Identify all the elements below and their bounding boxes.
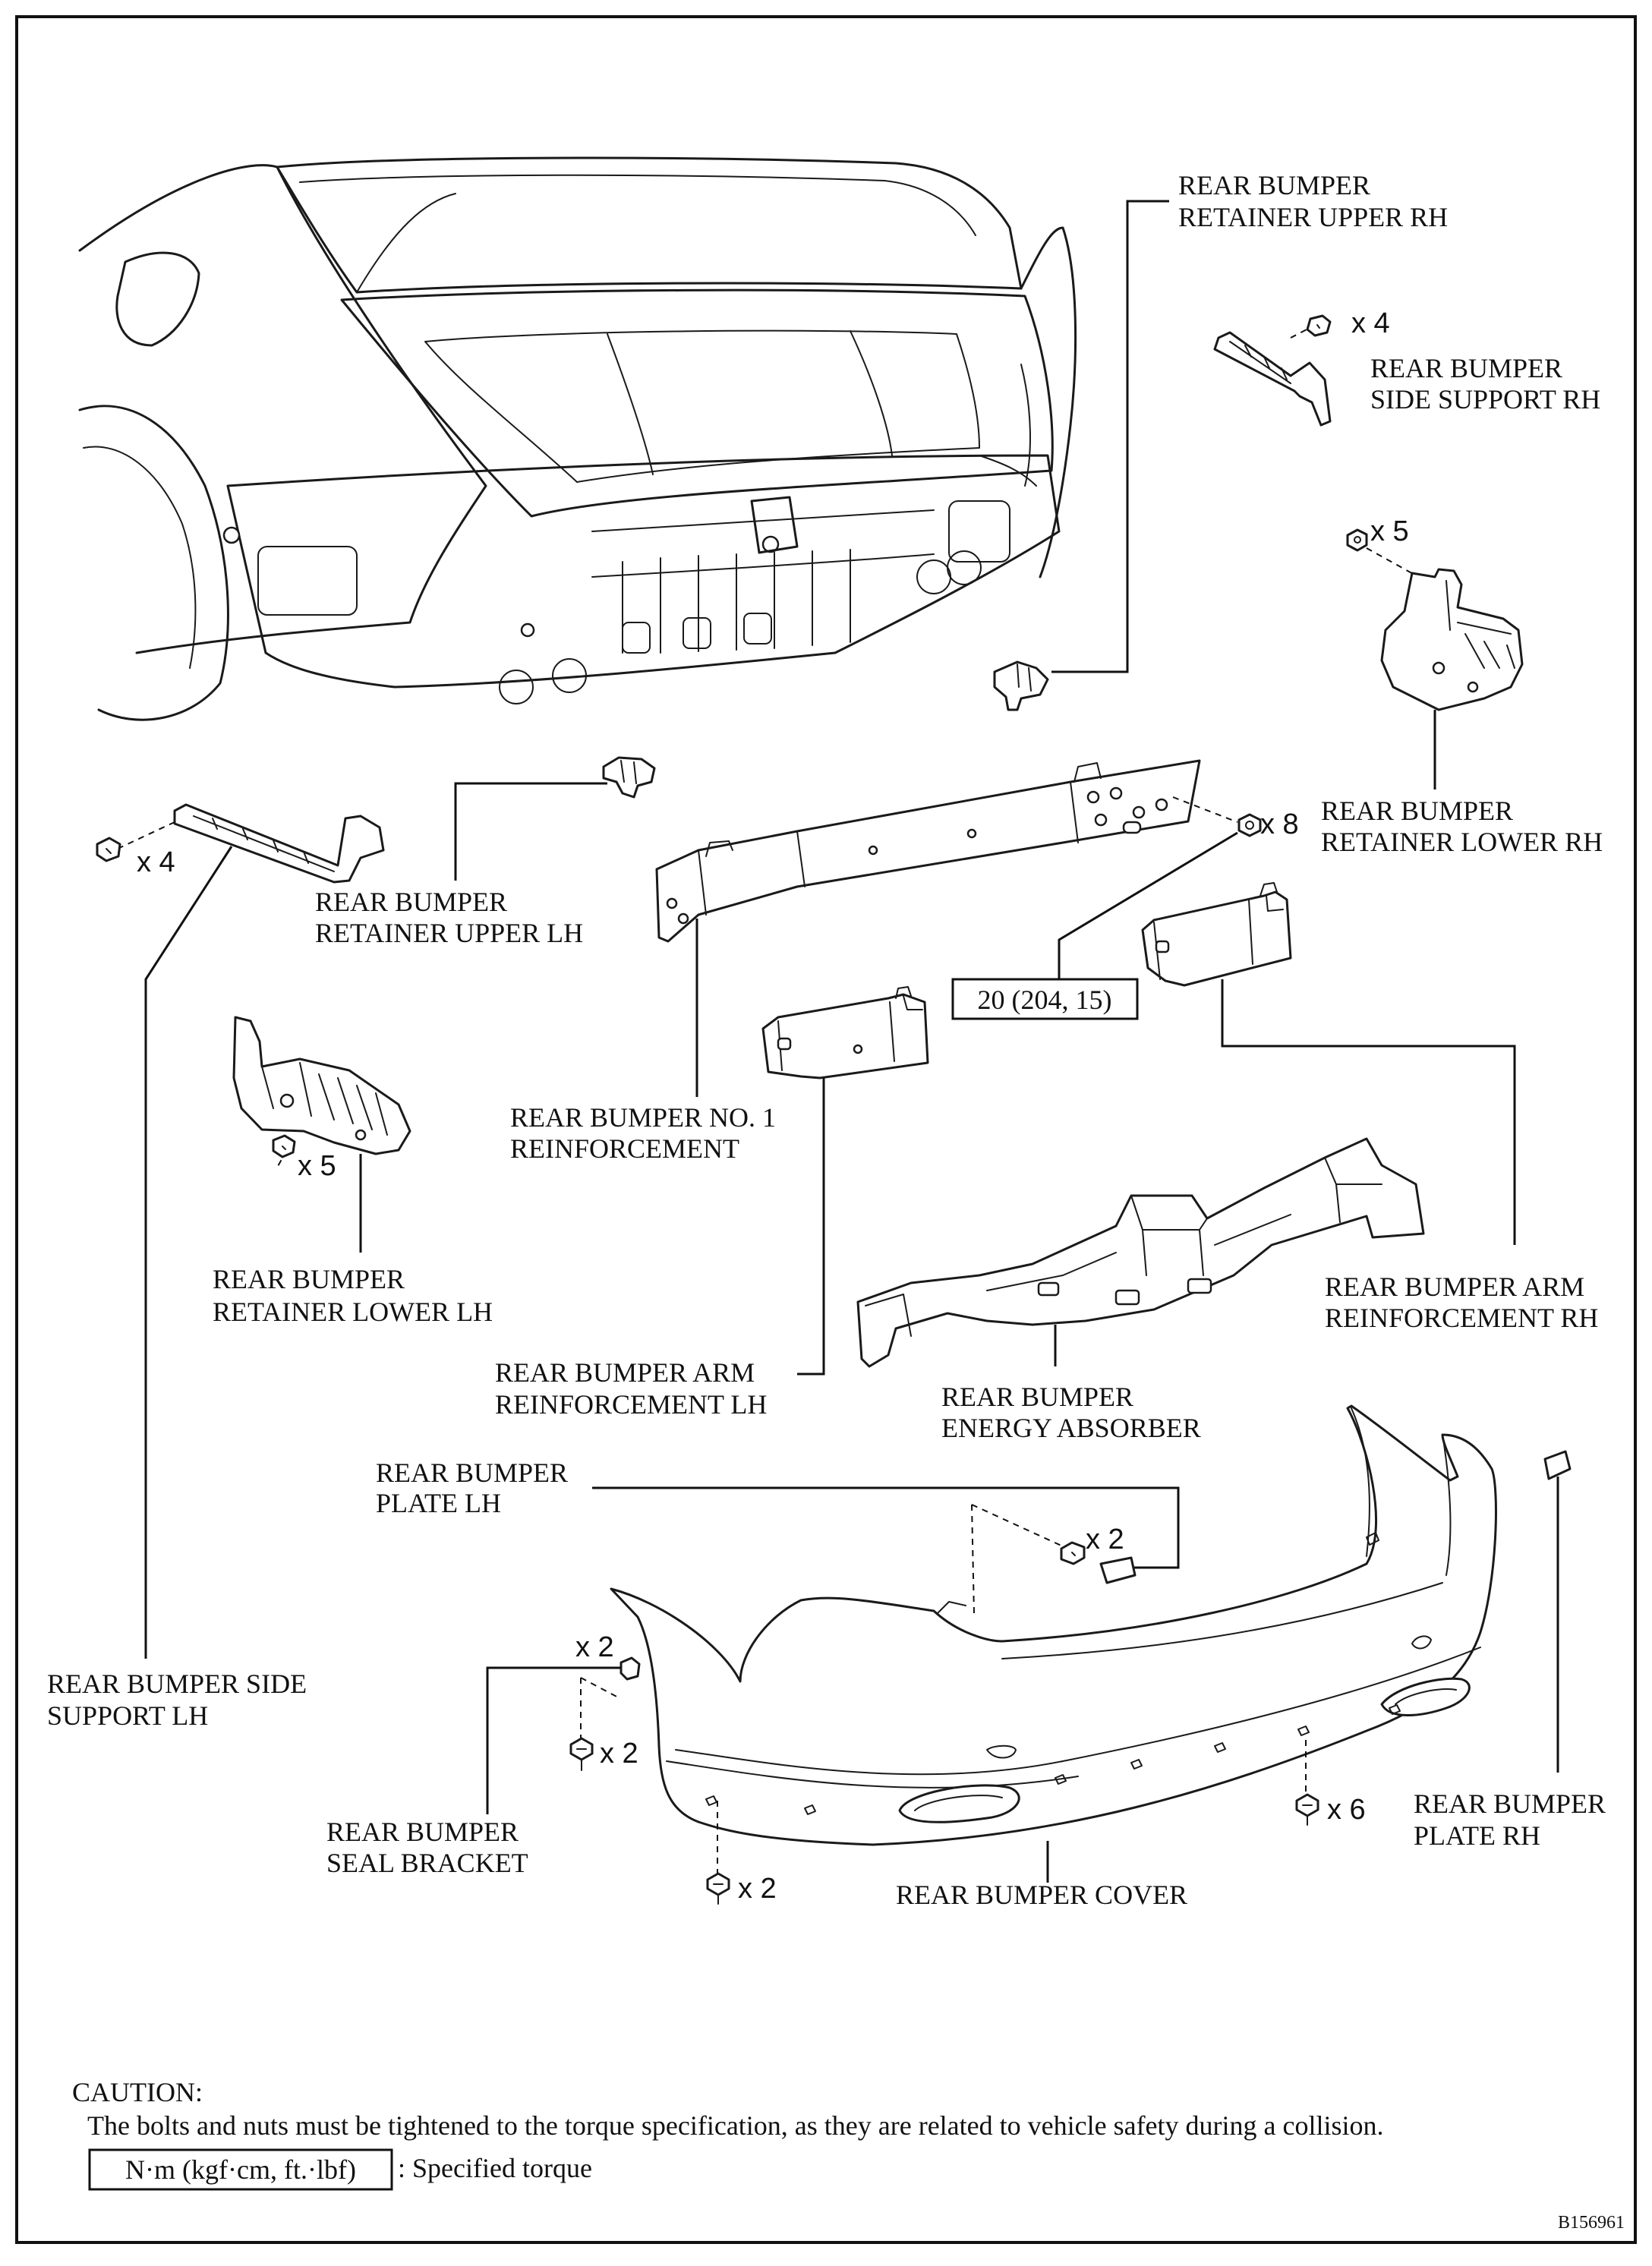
side-support-lh-part <box>173 803 385 884</box>
bolt-icon-plate-lh <box>1060 1541 1086 1565</box>
label-retainer-upper-lh-1: REAR BUMPER <box>315 887 507 917</box>
dash-retainer-lower-rh <box>1366 547 1417 576</box>
leader-retainer-upper-lh <box>454 782 607 881</box>
bumper-cover-part <box>610 1404 1497 1846</box>
label-retainer-lower-rh-1: REAR BUMPER <box>1321 796 1513 826</box>
qty-retainer-lower-lh: x 5 <box>298 1150 336 1182</box>
label-no1-reinforcement-2: REINFORCEMENT <box>510 1133 739 1164</box>
label-side-support-rh-2: SIDE SUPPORT RH <box>1370 384 1600 414</box>
label-plate-rh-2: PLATE RH <box>1414 1820 1540 1851</box>
dash-side-support-lh <box>117 821 177 849</box>
label-energy-absorber-2: ENERGY ABSORBER <box>941 1413 1201 1443</box>
label-side-support-lh-1: REAR BUMPER SIDE <box>47 1669 307 1699</box>
side-support-rh-part <box>1213 331 1332 427</box>
torque-legend-box <box>88 2148 393 2191</box>
screw-icon-cover-lower <box>1295 1793 1319 1826</box>
arm-reinforcement-rh-part <box>1141 882 1292 987</box>
label-retainer-lower-lh-2: RETAINER LOWER LH <box>213 1297 493 1327</box>
dash-plate-lh-2 <box>971 1504 975 1614</box>
diagram-frame <box>15 15 1637 2244</box>
bolt-icon-side-support-rh <box>1306 314 1332 337</box>
energy-absorber-part <box>856 1137 1425 1368</box>
plate-lh-part <box>1099 1556 1137 1584</box>
leader-arm-reinforcement-lh <box>797 1078 825 1376</box>
qty-cover-left-screws: x 2 <box>738 1873 777 1905</box>
leader-seal-bracket <box>486 1666 621 1814</box>
label-retainer-lower-lh-1: REAR BUMPER <box>213 1264 405 1294</box>
label-retainer-upper-rh-2: RETAINER UPPER RH <box>1178 202 1448 232</box>
dash-seal-bracket-1 <box>580 1677 622 1700</box>
dash-plate-lh-1 <box>971 1504 1064 1547</box>
label-side-support-lh-2: SUPPORT LH <box>47 1700 208 1731</box>
nut-icon-retainer-lower-rh <box>1346 528 1368 552</box>
plate-rh-part <box>1543 1450 1572 1480</box>
leader-plate-lh <box>592 1486 1180 1569</box>
label-arm-reinforcement-rh-1: REAR BUMPER ARM <box>1325 1272 1584 1302</box>
torque-legend-text: : Specified torque <box>398 2153 592 2183</box>
label-plate-lh-2: PLATE LH <box>376 1488 501 1518</box>
label-bumper-cover: REAR BUMPER COVER <box>896 1880 1187 1910</box>
caution-text: The bolts and nuts must be tightened to … <box>87 2110 1384 2141</box>
screw-icon-seal-bracket <box>569 1737 594 1771</box>
caution-title: CAUTION: <box>72 2077 203 2107</box>
qty-side-support-rh: x 4 <box>1351 307 1390 339</box>
label-arm-reinforcement-lh-1: REAR BUMPER ARM <box>495 1357 755 1388</box>
label-plate-rh-1: REAR BUMPER <box>1414 1789 1606 1819</box>
label-retainer-lower-rh-2: RETAINER LOWER RH <box>1321 827 1603 857</box>
no1-reinforcement-part <box>655 759 1201 943</box>
nut-icon-reinforcement <box>1237 813 1262 837</box>
dash-reinforcement-nut <box>1172 796 1238 823</box>
label-seal-bracket-1: REAR BUMPER <box>326 1817 519 1847</box>
retainer-lower-rh-part <box>1380 568 1524 711</box>
qty-retainer-lower-rh: x 5 <box>1370 515 1409 547</box>
retainer-lower-lh-part <box>232 1016 411 1155</box>
torque-legend-box-text: N·m (kgf·cm, ft.·lbf) <box>125 2154 356 2185</box>
qty-plate-lh: x 2 <box>1086 1524 1124 1555</box>
label-energy-absorber-1: REAR BUMPER <box>941 1382 1133 1412</box>
label-retainer-upper-lh-2: RETAINER UPPER LH <box>315 918 583 948</box>
qty-seal-bracket-screws: x 2 <box>600 1738 638 1770</box>
bolt-icon-retainer-lower-lh <box>272 1134 296 1158</box>
retainer-upper-rh-part <box>993 660 1049 711</box>
qty-side-support-lh: x 4 <box>137 846 175 878</box>
qty-reinforcement-nuts: x 8 <box>1260 808 1299 840</box>
qty-cover-lower-screws: x 6 <box>1327 1794 1366 1826</box>
vehicle-rear-body-illustration <box>78 156 1077 721</box>
bolt-icon-side-support-lh <box>96 837 121 862</box>
leader-retainer-upper-rh <box>1051 200 1169 673</box>
leader-torque <box>1058 831 1238 979</box>
retainer-upper-lh-part <box>602 756 656 799</box>
label-arm-reinforcement-lh-2: REINFORCEMENT LH <box>495 1389 767 1420</box>
qty-seal-bracket-clips: x 2 <box>575 1631 614 1663</box>
label-plate-lh-1: REAR BUMPER <box>376 1458 568 1488</box>
dash-side-support-rh <box>1290 327 1310 339</box>
screw-icon-cover-left <box>706 1872 730 1905</box>
arm-reinforcement-lh-part <box>761 986 929 1079</box>
torque-spec-value: 20 (204, 15) <box>978 985 1112 1015</box>
label-arm-reinforcement-rh-2: REINFORCEMENT RH <box>1325 1303 1598 1333</box>
seal-bracket-part <box>620 1656 641 1681</box>
leader-side-support-lh <box>144 846 233 1659</box>
label-retainer-upper-rh-1: REAR BUMPER <box>1178 170 1370 200</box>
label-seal-bracket-2: SEAL BRACKET <box>326 1848 528 1878</box>
label-side-support-rh-1: REAR BUMPER <box>1370 353 1562 383</box>
torque-spec-box <box>951 978 1139 1020</box>
leader-arm-reinforcement-rh <box>1221 979 1516 1245</box>
illustration-code: B156961 <box>1558 2213 1625 2233</box>
label-no1-reinforcement-1: REAR BUMPER NO. 1 <box>510 1102 776 1133</box>
